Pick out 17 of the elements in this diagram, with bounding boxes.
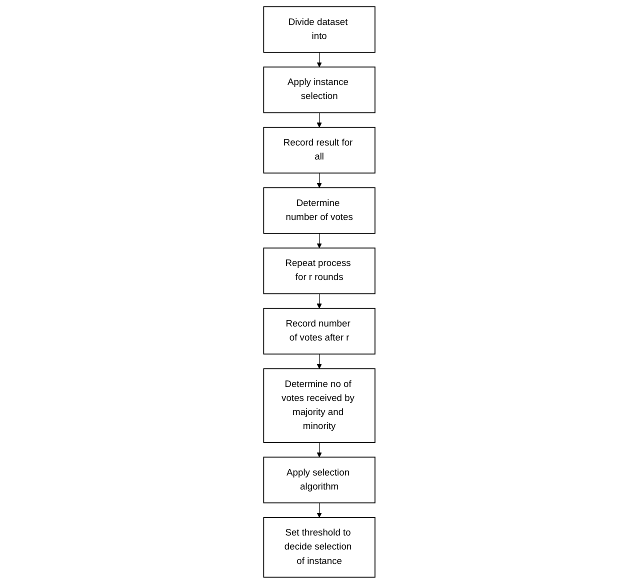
node-box: Divide dataset into: [263, 6, 376, 53]
arrow: [316, 502, 322, 518]
arrow: [316, 172, 322, 188]
arrow: [316, 52, 322, 68]
node-box: Record result for all: [263, 126, 376, 174]
arrow: [316, 112, 322, 128]
arrow: [316, 233, 322, 248]
node-box: Determine number of votes: [263, 187, 376, 234]
node-box: Record number of votes after r: [263, 308, 376, 355]
node-box: Set threshold to decide selection of instance: [263, 517, 376, 578]
node-box: Repeat process for r rounds: [263, 248, 376, 294]
node-box: Apply selection algorithm: [263, 456, 376, 504]
node-box: Determine no of votes received by majority and minority: [263, 368, 376, 443]
arrow: [316, 354, 322, 369]
node-box: Apply instance selection: [263, 66, 376, 114]
arrow: [316, 442, 322, 458]
arrow: [316, 293, 322, 309]
